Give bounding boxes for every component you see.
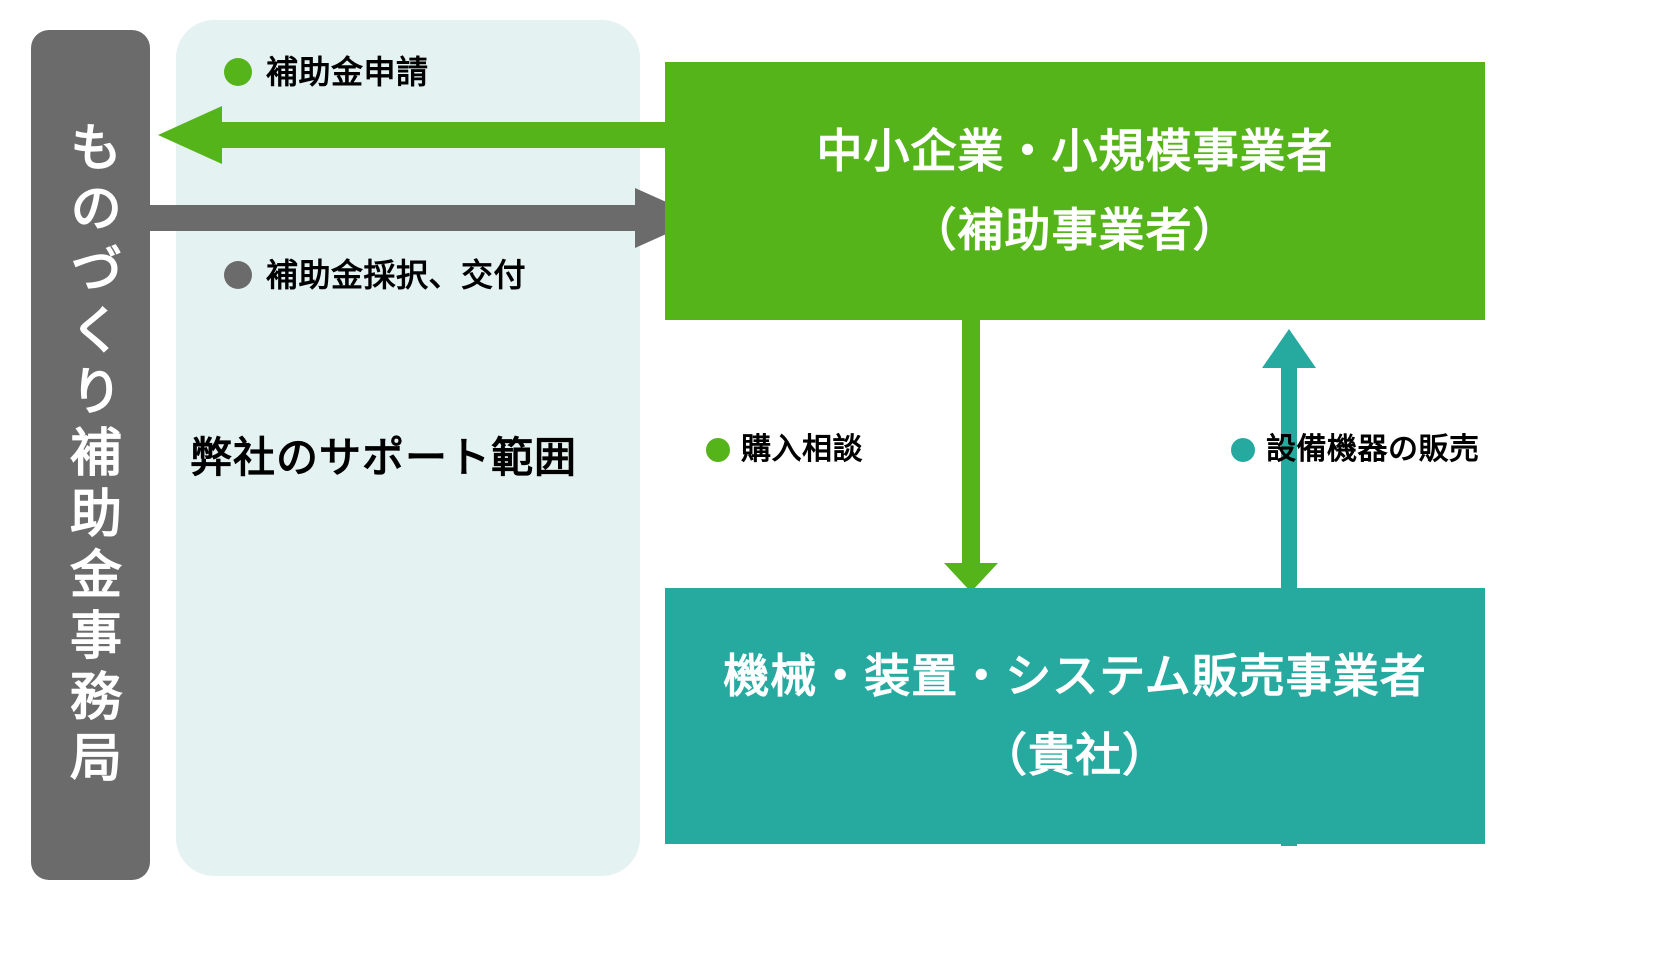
- legend-grant: 補助金採択、交付: [224, 259, 526, 291]
- legend-consult: 購入相談: [706, 435, 863, 465]
- consult-arrow: [944, 318, 998, 592]
- teal-dot-icon: [1231, 438, 1255, 462]
- gray-dot-icon: [224, 261, 252, 289]
- box-sme: 中小企業・小規模事業者 （補助事業者）: [665, 62, 1485, 320]
- box-vendor: 機械・装置・システム販売事業者 （貴社）: [665, 588, 1485, 844]
- box-sme-line1: 中小企業・小規模事業者: [816, 125, 1334, 178]
- box-sme-line2: （補助事業者）: [910, 204, 1240, 256]
- legend-application: 補助金申請: [224, 56, 429, 88]
- legend-application-label: 補助金申請: [266, 54, 429, 90]
- support-scope-title: 弊社のサポート範囲: [190, 434, 578, 481]
- green-dot-icon: [706, 438, 730, 462]
- agency-bar: ものづくり補助金事務局: [31, 30, 150, 880]
- legend-sale-label: 設備機器の販売: [1266, 433, 1480, 466]
- box-vendor-line1: 機械・装置・システム販売事業者: [723, 650, 1427, 703]
- legend-sale: 設備機器の販売: [1231, 435, 1480, 465]
- green-dot-icon: [224, 58, 252, 86]
- box-vendor-line2: （貴社）: [981, 729, 1169, 781]
- legend-consult-label: 購入相談: [741, 433, 863, 466]
- legend-grant-label: 補助金採択、交付: [266, 257, 527, 293]
- agency-bar-label: ものづくり補助金事務局: [61, 119, 120, 791]
